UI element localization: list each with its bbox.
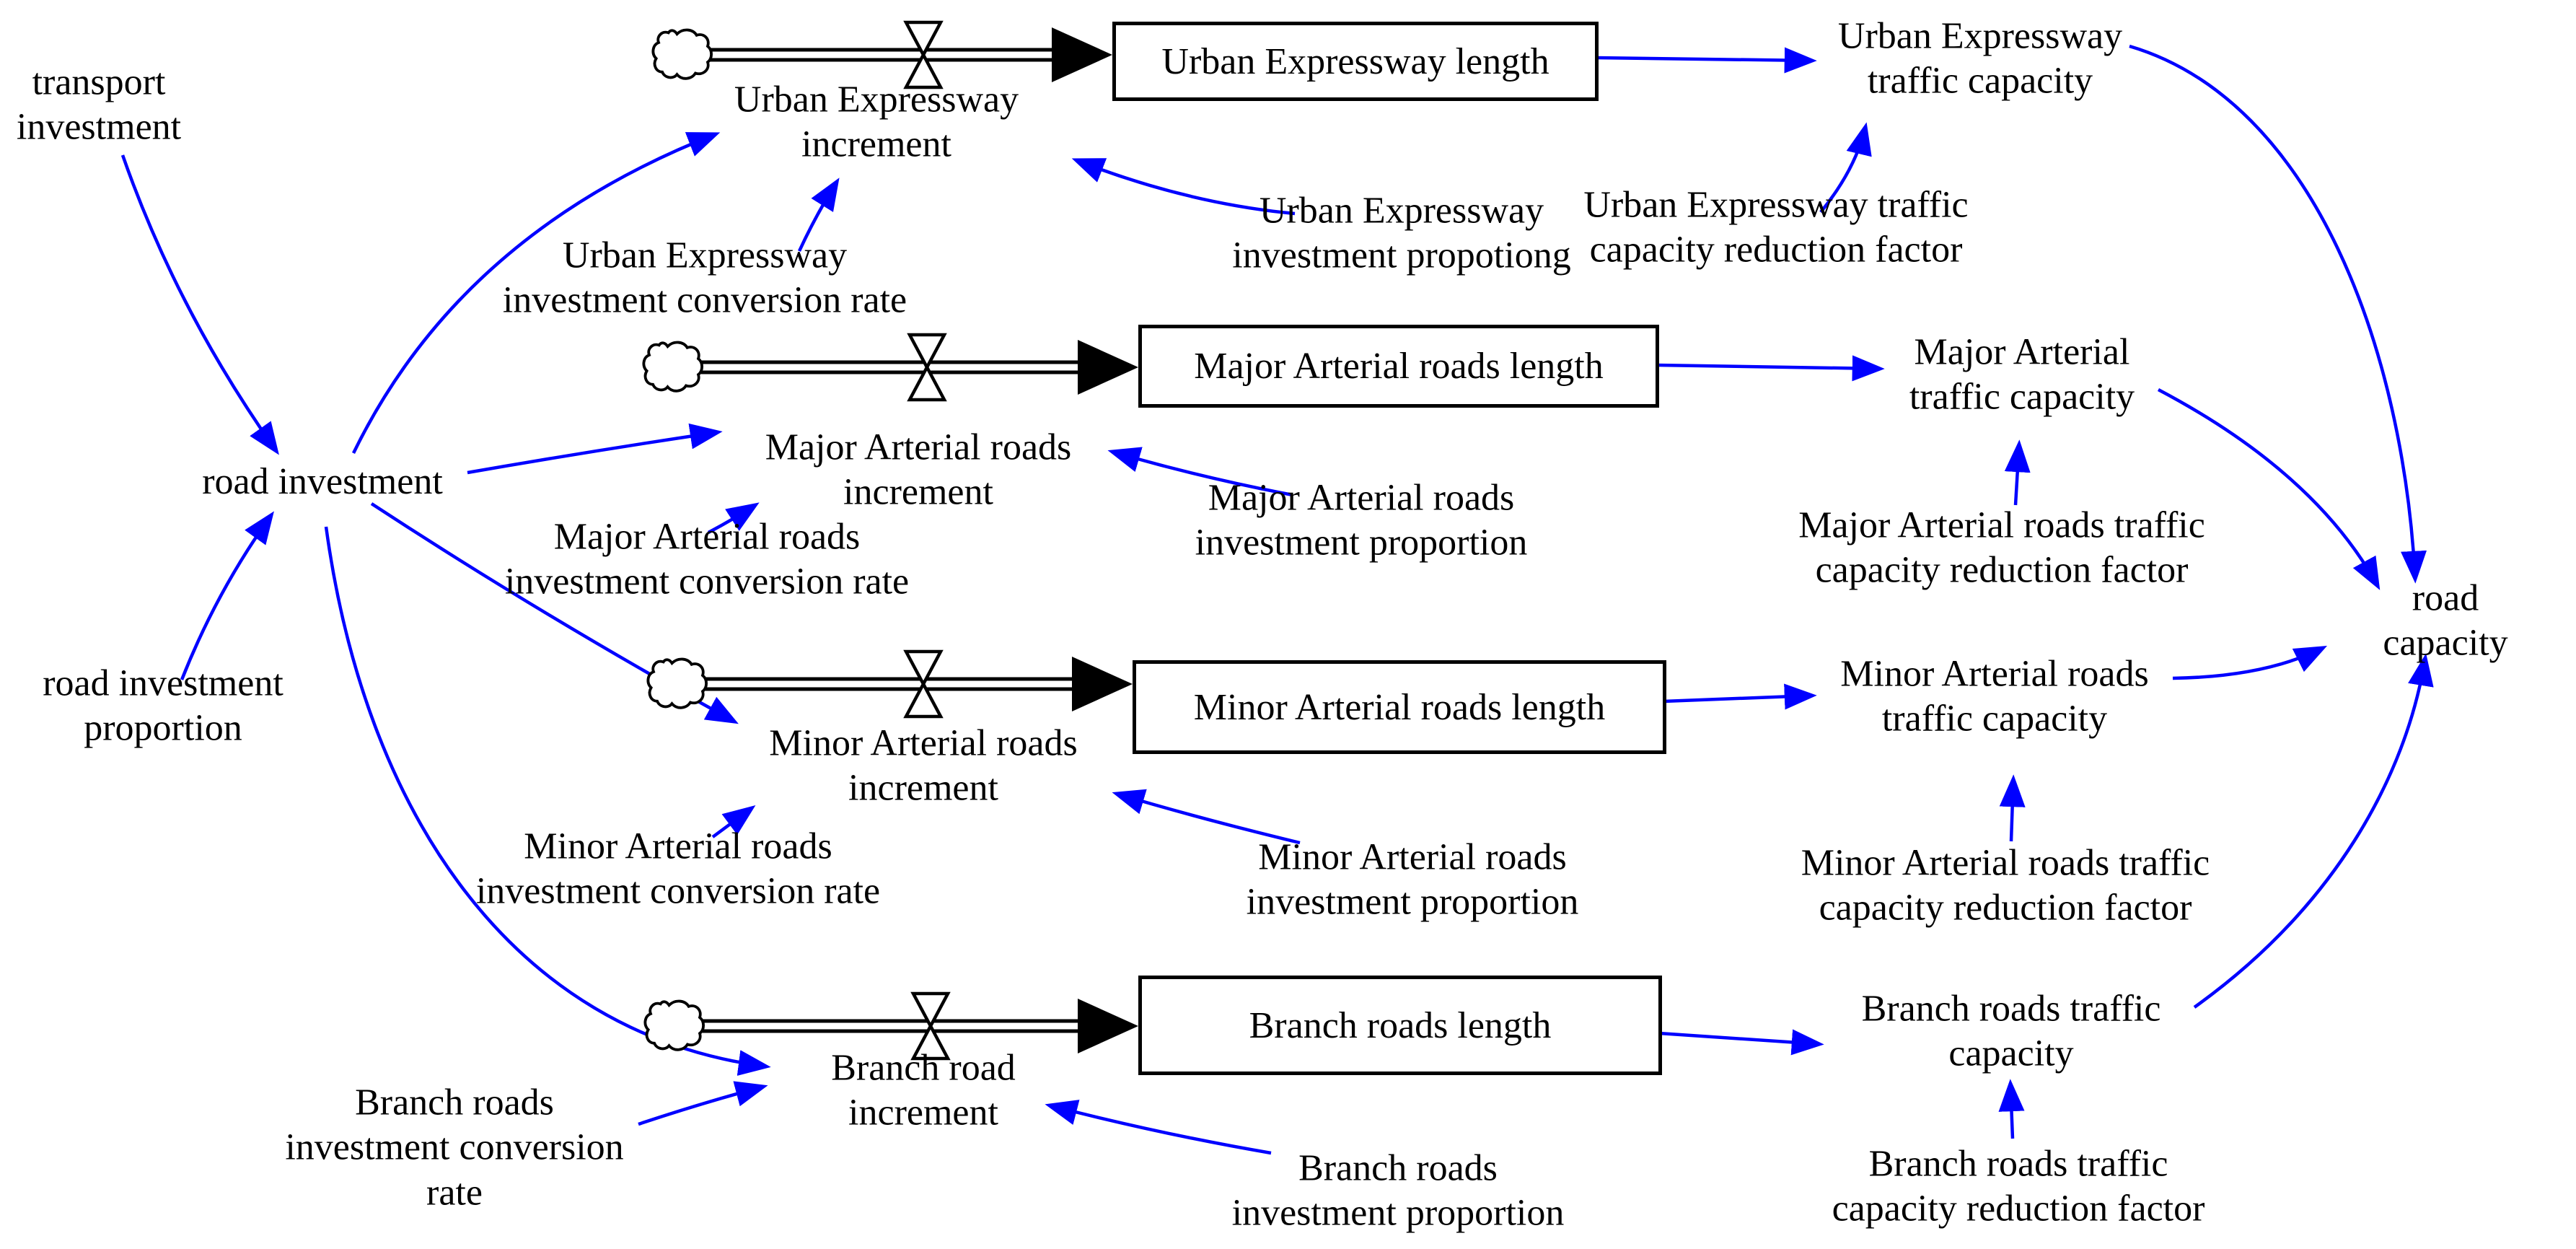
arrow-ue-traffic-capacity-to-road-capacity — [2129, 44, 2427, 584]
variable-road-investment-proportion[interactable]: road investment proportion — [43, 662, 283, 749]
arrow-major-conversion-rate-to-major-increment — [707, 502, 760, 534]
arrow-road-investment-to-urban-expressway-increment — [351, 132, 721, 454]
flow-pipe-minor-arterial — [705, 657, 1133, 711]
variable-branch-roads-investment-proportion[interactable]: Branch roads investment proportion — [1231, 1147, 1565, 1234]
flow-pipe-urban-expressway — [710, 27, 1112, 82]
arrow-road-investment-proportion-to-road-investment — [180, 511, 274, 680]
variable-road-capacity[interactable]: road capacity — [2383, 577, 2508, 664]
variable-major-arterial-roads-investment-conversion-rate[interactable]: Major Arterial roads investment conversi… — [504, 516, 910, 602]
arrow-minor-length-to-minor-traffic-capacity — [1663, 683, 1817, 710]
variable-minor-arterial-roads-traffic-capacity[interactable]: Minor Arterial roads traffic capacity — [1840, 653, 2149, 740]
variable-urban-expressway-investment-propotiong[interactable]: Urban Expressway investment propotiong — [1232, 190, 1571, 276]
arrow-ue-reduction-factor-to-ue-traffic-capacity — [1819, 122, 1872, 214]
variable-major-arterial-traffic-capacity[interactable]: Major Arterial traffic capacity — [1909, 331, 2135, 418]
variable-minor-arterial-roads-investment-proportion[interactable]: Minor Arterial roads investment proporti… — [1246, 836, 1579, 923]
variable-minor-arterial-roads-investment-conversion-rate[interactable]: Minor Arterial roads investment conversi… — [475, 825, 881, 912]
variable-urban-expressway-investment-conversion-rate[interactable]: Urban Expressway investment conversion r… — [502, 235, 907, 321]
variable-minor-arterial-roads-increment[interactable]: Minor Arterial roads increment — [769, 722, 1078, 809]
arrow-ue-conversion-rate-to-ue-increment — [797, 178, 840, 252]
flow-pipe-major-arterial — [701, 340, 1138, 395]
variable-road-investment[interactable]: road investment — [202, 460, 443, 502]
arrow-ue-length-to-ue-traffic-capacity — [1595, 47, 1817, 74]
arrow-major-investment-proportion-to-major-increment — [1107, 447, 1293, 497]
arrow-minor-reduction-factor-to-minor-traffic-capacity — [1999, 774, 2026, 842]
variable-urban-expressway-traffic-capacity-reduction-factor[interactable]: Urban Expressway traffic capacity reduct… — [1583, 184, 1969, 271]
arrow-major-reduction-factor-to-major-traffic-capacity — [2004, 439, 2031, 506]
flow-arrowhead — [1078, 999, 1138, 1053]
valve-icon[interactable] — [906, 652, 941, 716]
variable-major-arterial-roads-investment-proportion[interactable]: Major Arterial roads investment proporti… — [1195, 477, 1528, 564]
arrow-major-length-to-major-traffic-capacity — [1656, 355, 1885, 382]
valve-icon[interactable] — [910, 335, 944, 400]
cloud-icon — [646, 657, 708, 709]
arrow-minor-traffic-capacity-to-road-capacity — [2172, 645, 2328, 680]
arrow-branch-conversion-rate-to-branch-increment — [638, 1081, 768, 1126]
stock-major-arterial-roads-length[interactable]: Major Arterial roads length — [1138, 325, 1659, 408]
variable-urban-expressway-traffic-capacity[interactable]: Urban Expressway traffic capacity — [1837, 15, 2123, 102]
flow-pipe-branch — [703, 999, 1138, 1053]
arrow-branch-reduction-factor-to-branch-traffic-capacity — [1998, 1079, 2025, 1139]
arrow-road-investment-to-major-increment — [467, 423, 723, 475]
cloud-icon — [642, 341, 704, 393]
arrow-transport-investment-to-road-investment — [120, 154, 279, 455]
variable-branch-road-increment[interactable]: Branch road increment — [831, 1047, 1016, 1134]
cloud-icon — [651, 28, 713, 80]
arrow-road-investment-to-branch-increment — [324, 526, 771, 1076]
variable-minor-arterial-roads-traffic-capacity-reduction-factor[interactable]: Minor Arterial roads traffic capacity re… — [1801, 842, 2210, 929]
variable-major-arterial-roads-traffic-capacity-reduction-factor[interactable]: Major Arterial roads traffic capacity re… — [1798, 504, 2205, 591]
variable-branch-roads-traffic-capacity-reduction-factor[interactable]: Branch roads traffic capacity reduction … — [1832, 1143, 2205, 1230]
stock-minor-arterial-roads-length[interactable]: Minor Arterial roads length — [1133, 660, 1666, 754]
flow-arrowhead — [1052, 27, 1112, 82]
arrow-major-traffic-capacity-to-road-capacity — [2157, 388, 2381, 590]
variable-branch-roads-investment-conversion-rate[interactable]: Branch roads investment conversion rate — [285, 1082, 624, 1214]
variable-transport-investment[interactable]: transport investment — [16, 61, 182, 148]
variable-urban-expressway-increment[interactable]: Urban Expressway increment — [734, 79, 1019, 165]
cloud-icon — [643, 999, 705, 1051]
arrow-minor-investment-proportion-to-minor-increment — [1112, 789, 1301, 845]
variable-branch-roads-traffic-capacity[interactable]: Branch roads traffic capacity — [1861, 988, 2161, 1074]
stock-branch-roads-length[interactable]: Branch roads length — [1138, 976, 1662, 1075]
flow-arrowhead — [1072, 657, 1133, 711]
arrow-minor-conversion-rate-to-minor-increment — [711, 805, 756, 838]
flow-arrowhead — [1078, 340, 1138, 395]
variable-major-arterial-roads-increment[interactable]: Major Arterial roads increment — [765, 426, 1072, 513]
arrow-branch-length-to-branch-traffic-capacity — [1658, 1029, 1824, 1056]
arrow-ue-investment-propotiong-to-ue-increment — [1071, 158, 1296, 216]
arrow-branch-traffic-capacity-to-road-capacity — [2193, 653, 2434, 1009]
stock-urban-expressway-length[interactable]: Urban Expressway length — [1112, 22, 1599, 101]
arrow-branch-investment-proportion-to-branch-increment — [1045, 1100, 1272, 1155]
